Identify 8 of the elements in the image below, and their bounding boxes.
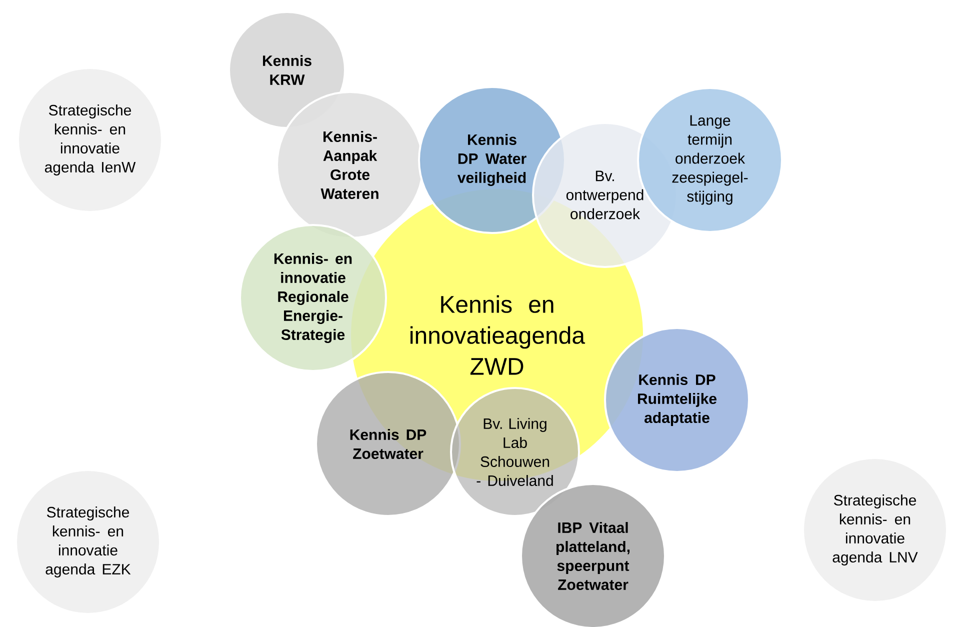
circle-node: Strategische kennis- en innovatie agenda EZK	[15, 469, 161, 615]
circle-node: Kennis DP Ruimtelijke adaptatie	[604, 327, 750, 473]
circle-node: Kennis DP Zoetwater	[315, 371, 461, 517]
circle-node: Bv. Living Lab Schouwen - Duiveland	[450, 387, 580, 517]
circle-node: Strategische kennis- en innovatie agenda IenW	[17, 67, 163, 213]
circle-node: Kennis- en innovatie Regionale Energie- Strategie	[239, 224, 387, 372]
circle-node: Kennis- Aanpak Grote Wateren	[276, 91, 424, 239]
circle-node: Strategische kennis- en innovatie agenda LNV	[802, 457, 948, 603]
